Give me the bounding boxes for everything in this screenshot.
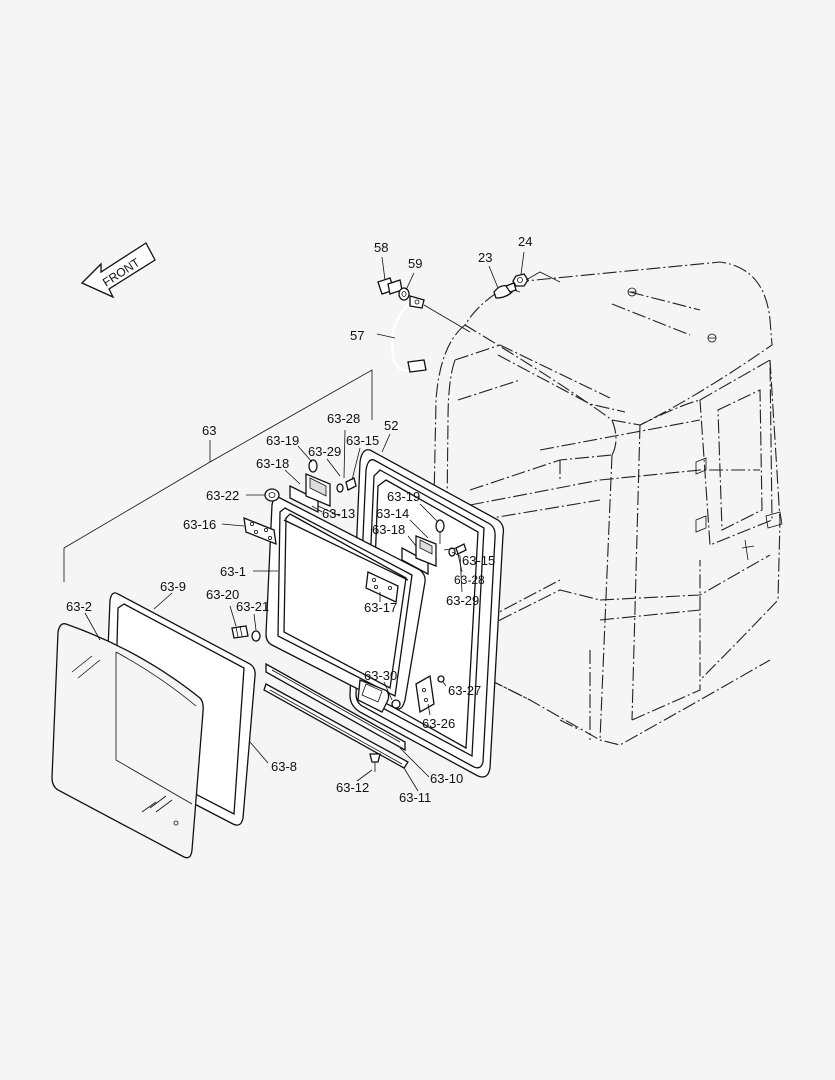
label-58: 58 xyxy=(374,240,388,255)
label-63-18-a: 63-18 xyxy=(256,456,289,471)
label-57: 57 xyxy=(350,328,364,343)
label-63-12: 63-12 xyxy=(336,780,369,795)
label-63-26: 63-26 xyxy=(422,716,455,731)
label-23: 23 xyxy=(478,250,492,265)
plate-63-16 xyxy=(243,516,277,546)
bushing-63-22 xyxy=(264,488,280,502)
label-63-17: 63-17 xyxy=(364,600,397,615)
label-63-29-b: 63-29 xyxy=(446,593,479,608)
label-63-20: 63-20 xyxy=(206,587,239,602)
leader-lines xyxy=(84,251,525,792)
label-63-18-b: 63-18 xyxy=(372,522,405,537)
plug-and-nut xyxy=(493,271,561,299)
label-63-19-a: 63-19 xyxy=(266,433,299,448)
hinge-right xyxy=(401,519,467,576)
label-63-13: 63-13 xyxy=(322,506,355,521)
bolt-63-20 xyxy=(231,625,261,642)
label-63-19-b: 63-19 xyxy=(387,489,420,504)
label-63-16: 63-16 xyxy=(183,517,216,532)
door-63-1 xyxy=(265,496,426,713)
label-63-2: 63-2 xyxy=(66,599,92,614)
label-63-29-a: 63-29 xyxy=(308,444,341,459)
handrail-group xyxy=(377,277,471,373)
assembly-63-bracket xyxy=(63,369,373,582)
label-63-15-a: 63-15 xyxy=(346,433,379,448)
label-59: 59 xyxy=(408,256,422,271)
glass-63-2 xyxy=(51,623,204,859)
label-24: 24 xyxy=(518,234,532,249)
label-63-30: 63-30 xyxy=(364,668,397,683)
label-63-28-b: 63-28 xyxy=(454,573,485,587)
rail-63-10 xyxy=(265,662,406,752)
label-63-8: 63-8 xyxy=(271,759,297,774)
callout-labels: 58 59 23 24 57 63 63-28 52 63-19 63-29 6… xyxy=(66,234,532,805)
label-63-22: 63-22 xyxy=(206,488,239,503)
label-63-14: 63-14 xyxy=(376,506,409,521)
label-63-27: 63-27 xyxy=(448,683,481,698)
label-52: 52 xyxy=(384,418,398,433)
label-63-21: 63-21 xyxy=(236,599,269,614)
hinge-left xyxy=(289,459,357,517)
front-arrow-icon: FRONT xyxy=(80,242,156,299)
label-63-15-b: 63-15 xyxy=(462,553,495,568)
catch-63-26 xyxy=(391,674,445,714)
label-63-1: 63-1 xyxy=(220,564,246,579)
label-63-11: 63-11 xyxy=(399,790,431,805)
label-63-10: 63-10 xyxy=(430,771,463,786)
label-63-28-a: 63-28 xyxy=(327,411,360,426)
screw-63-12 xyxy=(369,753,381,772)
label-63: 63 xyxy=(202,423,216,438)
label-63-9: 63-9 xyxy=(160,579,186,594)
